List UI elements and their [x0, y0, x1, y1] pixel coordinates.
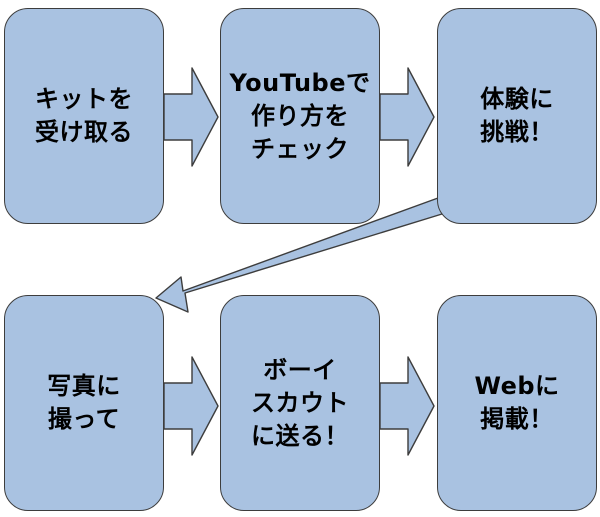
step-post-on-web: Webに 掲載！	[437, 295, 597, 511]
step-label: Webに 掲載！	[474, 372, 560, 433]
step-label: キットを 受け取る	[35, 85, 133, 146]
step-label: YouTubeで 作り方を チェック	[229, 68, 371, 163]
step-send-to-boy-scouts: ボーイ スカウト に送る！	[220, 295, 380, 511]
step-label: ボーイ スカウト に送る！	[251, 355, 349, 450]
step-receive-kit: キットを 受け取る	[4, 8, 164, 224]
step-label: 写真に 撮って	[47, 372, 121, 433]
arrow-step3-to-step4	[155, 197, 443, 313]
step-label: 体験に 挑戦！	[480, 85, 554, 146]
step-take-photo: 写真に 撮って	[4, 295, 164, 511]
arrow-step4-to-step5	[163, 356, 219, 456]
step-check-youtube: YouTubeで 作り方を チェック	[220, 8, 380, 224]
step-try-experience: 体験に 挑戦！	[437, 8, 597, 224]
arrow-step1-to-step2	[163, 67, 219, 167]
arrow-step2-to-step3	[379, 67, 435, 167]
arrow-step5-to-step6	[379, 356, 435, 456]
